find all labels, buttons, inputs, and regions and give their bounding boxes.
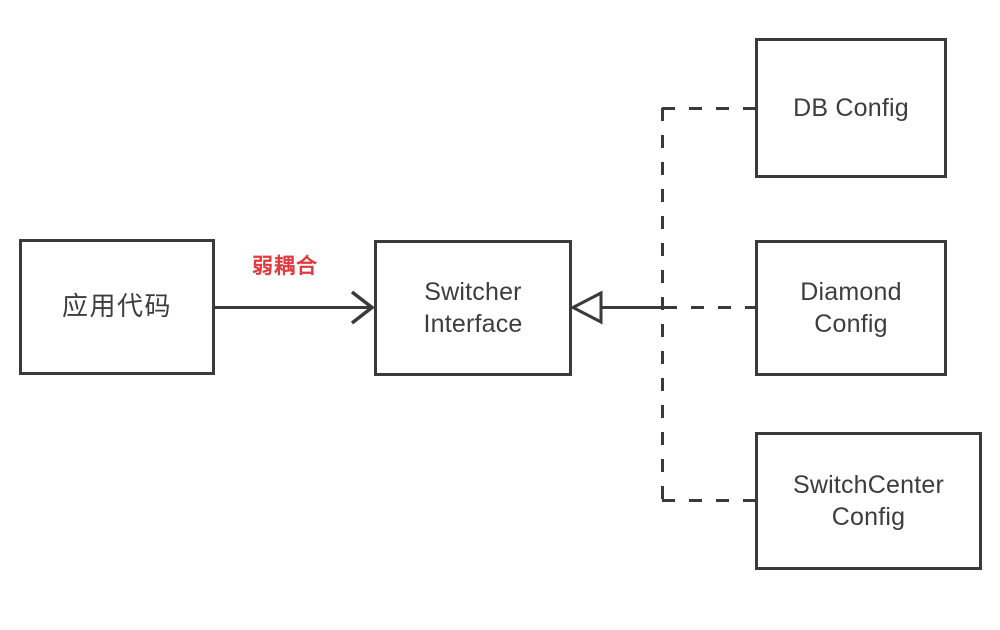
node-switchcenter-config-label: SwitchCenter Config [792,471,945,531]
edge-label-weak-coupling: 弱耦合 [252,255,318,278]
node-switcher-interface[interactable]: Switcher Interface [374,240,572,376]
node-switchcenter-config[interactable]: SwitchCenter Config [755,432,982,570]
node-switcher-interface-label: Switcher Interface [423,278,523,338]
node-app[interactable]: 应用代码 [19,239,215,375]
node-diamond-config-label: Diamond Config [800,278,902,338]
node-app-label: 应用代码 [61,291,172,322]
node-diamond-config[interactable]: Diamond Config [755,240,947,376]
node-db-config-label: DB Config [793,94,909,122]
node-db-config[interactable]: DB Config [755,38,947,178]
edge-app-to-switcher-arrowhead [350,290,375,325]
edge-diamond-to-switcher-arrowhead [569,290,603,325]
